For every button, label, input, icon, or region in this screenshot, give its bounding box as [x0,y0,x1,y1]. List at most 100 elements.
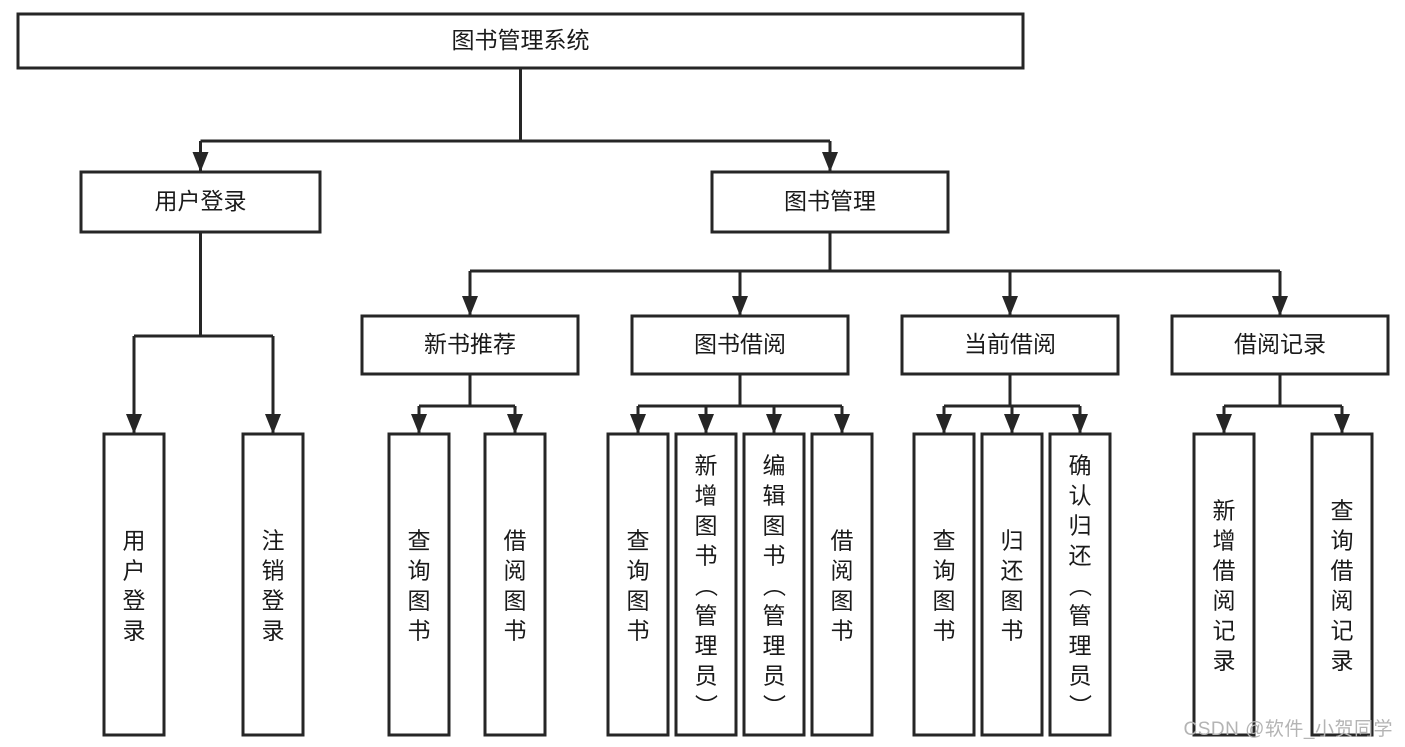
node-label-char: 图 [831,588,854,614]
node-box-leaf_query_book_2[interactable] [606,432,670,737]
node-box-leaf_borrow_book_2[interactable] [810,432,874,737]
arrow-head-icon [834,414,850,434]
node-box-leaf_query_book_3[interactable] [912,432,976,737]
node-box-l3_book_borrow[interactable] [630,314,850,376]
node-label-char: 书 [504,618,527,644]
node-label-char: ） [761,694,787,717]
node-label-char: 员 [1069,663,1092,689]
node-label-char: 书 [408,618,431,644]
node-label-char: 询 [627,558,650,584]
node-l3_book_borrow[interactable]: 图书借阅 [630,314,850,376]
node-label-char: 借 [831,528,854,554]
connector-layer [126,68,1350,434]
node-label-char: 书 [831,618,854,644]
node-box-leaf_borrow_book_1[interactable] [483,432,547,737]
node-label-char: 阅 [1331,588,1354,614]
node-label-char: 图 [695,513,718,539]
node-l2_user_login[interactable]: 用户登录 [79,170,322,234]
node-box-l2_book_mgmt[interactable] [710,170,950,234]
node-label-char: 图 [1001,588,1024,614]
node-box-leaf_confirm_return[interactable] [1048,432,1112,737]
node-label-char: 记 [1331,618,1354,644]
arrow-head-icon [1004,414,1020,434]
node-label-char: 管 [695,603,718,629]
arrow-head-icon [192,152,209,172]
node-label-l3_book_borrow: 图书借阅 [694,331,786,357]
node-label-char: 图 [504,588,527,614]
node-label-char: 归 [1001,528,1024,554]
node-box-leaf_query_record[interactable] [1310,432,1374,737]
node-label-char: 图 [408,588,431,614]
node-label-char: 书 [1001,618,1024,644]
node-label-char: 录 [1331,648,1354,674]
arrow-head-icon [936,414,952,434]
arrow-head-icon [411,414,427,434]
node-box-l3_current_borrow[interactable] [900,314,1120,376]
node-label-char: 注 [262,528,285,554]
node-label-char: 询 [408,558,431,584]
node-label-char: 销 [262,558,285,584]
node-label-char: 录 [262,618,285,644]
node-label-char: 查 [933,528,956,554]
node-label-char: 编 [763,453,786,479]
node-label-char: 认 [1069,483,1092,509]
node-box-leaf_user_login[interactable] [102,432,166,737]
node-label-char: 登 [123,588,146,614]
node-box-leaf_edit_book[interactable] [742,432,806,737]
arrow-head-icon [1216,414,1232,434]
node-label-char: （ [693,574,719,597]
node-label-char: 书 [627,618,650,644]
node-label-char: 理 [1069,633,1092,659]
arrow-head-icon [698,414,714,434]
node-box-leaf_logout[interactable] [241,432,305,737]
arrow-head-icon [265,414,281,434]
node-l3_current_borrow[interactable]: 当前借阅 [900,314,1120,376]
node-label-char: 新 [695,453,718,479]
node-label-char: 查 [627,528,650,554]
node-label-l2_book_mgmt: 图书管理 [784,188,876,214]
node-label-char: 借 [1213,558,1236,584]
node-l3_borrow_record[interactable]: 借阅记录 [1170,314,1390,376]
node-box-leaf_add_book[interactable] [674,432,738,737]
node-box-l3_new_book_rec[interactable] [360,314,580,376]
node-box-leaf_return_book[interactable] [980,432,1044,737]
node-box-leaf_query_book_1[interactable] [387,432,451,737]
node-label-char: 图 [763,513,786,539]
node-label-char: 查 [408,528,431,554]
node-layer: 图书管理系统用户登录图书管理新书推荐图书借阅当前借阅借阅记录用户登录注销登录查询… [16,12,1390,737]
arrow-head-icon [1002,296,1018,316]
node-box-leaf_add_record[interactable] [1192,432,1256,737]
node-root[interactable]: 图书管理系统 [16,12,1025,70]
node-label-char: 阅 [1213,588,1236,614]
node-label-char: 记 [1213,618,1236,644]
node-l2_book_mgmt[interactable]: 图书管理 [710,170,950,234]
arrow-head-icon [126,414,142,434]
node-l3_new_book_rec[interactable]: 新书推荐 [360,314,580,376]
node-leaf_user_login[interactable]: 用户登录 [102,432,166,737]
node-box-l2_user_login[interactable] [79,170,322,234]
node-label-char: 归 [1069,513,1092,539]
arrow-head-icon [766,414,782,434]
node-label-char: 增 [1213,528,1236,554]
node-label-char: 理 [695,633,718,659]
arrow-head-icon [462,296,478,316]
node-box-l3_borrow_record[interactable] [1170,314,1390,376]
node-box-root[interactable] [16,12,1025,70]
node-label-char: （ [761,574,787,597]
node-label-char: 录 [1213,648,1236,674]
node-label-char: 阅 [831,558,854,584]
node-label-char: 查 [1331,498,1354,524]
